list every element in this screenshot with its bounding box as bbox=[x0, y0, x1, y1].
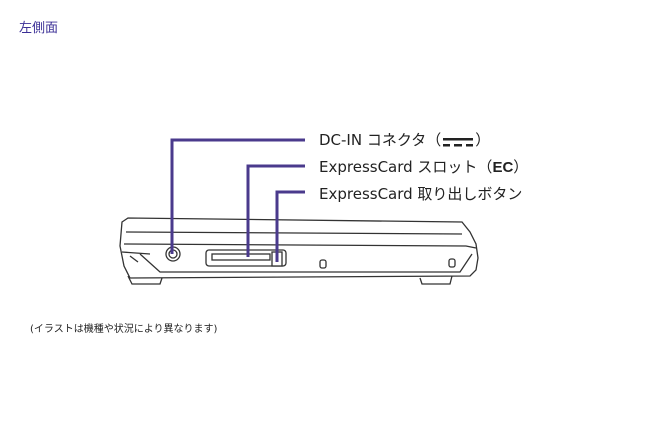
dc-in-text: DC-IN コネクタ（ bbox=[319, 131, 442, 149]
dc-power-icon bbox=[443, 137, 474, 146]
laptop-illustration bbox=[119, 217, 479, 285]
eject-leader-line bbox=[275, 190, 305, 262]
dc-in-label: DC-IN コネクタ（ ） bbox=[319, 129, 490, 150]
slot-close: ） bbox=[513, 158, 529, 176]
slot-leader-line bbox=[246, 164, 305, 257]
leader-lines bbox=[170, 138, 305, 262]
dc-in-leader-line bbox=[170, 138, 305, 254]
page-title: 左側面 bbox=[19, 21, 59, 36]
expresscard-icon: EC bbox=[492, 159, 514, 176]
illustration-note: (イラストは機種や状況により異なります) bbox=[30, 324, 218, 335]
slot-label: ExpressCard スロット（EC） bbox=[319, 156, 528, 177]
dc-in-close: ） bbox=[475, 131, 491, 149]
slot-text: ExpressCard スロット（ bbox=[319, 158, 493, 176]
eject-label: ExpressCard 取り出しボタン bbox=[319, 185, 523, 203]
